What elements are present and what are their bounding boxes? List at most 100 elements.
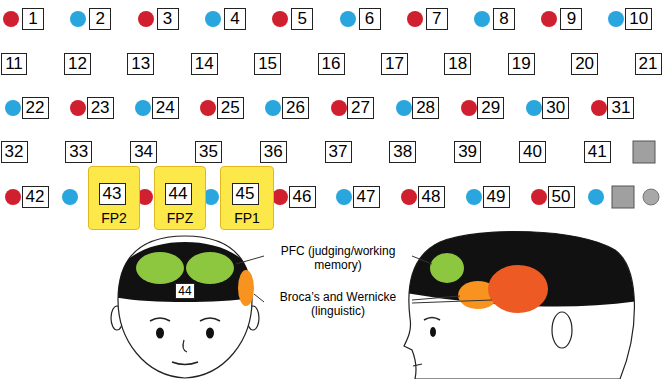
channel-box: 49 xyxy=(483,186,510,208)
channel-number: 14 xyxy=(195,54,214,73)
channel-number: 12 xyxy=(68,54,87,73)
channel-box: 22 xyxy=(22,97,49,119)
channel-box: 4 xyxy=(224,8,246,30)
channel-number: 28 xyxy=(416,98,435,117)
channel-number: 15 xyxy=(258,54,277,73)
channel-box: 16 xyxy=(318,53,345,75)
channel-number: 41 xyxy=(588,142,607,161)
channel-box: 42 xyxy=(22,186,49,208)
channel-box: 30 xyxy=(542,97,569,119)
channel-box: 1 xyxy=(22,8,44,30)
channel-number: 48 xyxy=(422,187,441,206)
channel-box: 14 xyxy=(191,53,218,75)
channel-box: 45 xyxy=(232,183,259,205)
channel-box: 13 xyxy=(127,53,154,75)
channel-box: 19 xyxy=(508,53,535,75)
channel-box: 41 xyxy=(584,141,611,163)
channel-number: 5 xyxy=(297,9,306,28)
channel-box: 44 xyxy=(165,183,192,205)
channel-box: 36 xyxy=(260,141,287,163)
channel-box: 7 xyxy=(426,8,448,30)
channel-number: 26 xyxy=(286,98,305,117)
channel-number: 42 xyxy=(26,187,45,206)
channel-number: 46 xyxy=(293,187,312,206)
channel-box: 10 xyxy=(625,8,652,30)
region-label: PFC (judging/working memory) xyxy=(268,244,408,272)
channel-number: 25 xyxy=(221,98,240,117)
channel-box: 9 xyxy=(560,8,582,30)
channel-box: 23 xyxy=(87,97,114,119)
channel-box: 44 xyxy=(175,283,195,299)
channel-number: 4 xyxy=(230,9,239,28)
channel-box: 38 xyxy=(389,141,416,163)
electrode-band: FP243 xyxy=(88,166,140,230)
channel-box: 28 xyxy=(412,97,439,119)
channel-box: 21 xyxy=(635,53,662,75)
channel-box: 50 xyxy=(548,186,575,208)
channel-number: 19 xyxy=(512,54,531,73)
channel-number: 50 xyxy=(552,187,571,206)
channel-number: 13 xyxy=(131,54,150,73)
channel-number: 43 xyxy=(103,184,122,203)
region-label: Broca’s and Wernicke (linguistic) xyxy=(268,290,408,318)
channel-box: 43 xyxy=(99,183,126,205)
channel-box: 2 xyxy=(89,8,111,30)
channel-box: 40 xyxy=(519,141,546,163)
channel-number: 8 xyxy=(499,9,508,28)
channel-box: 48 xyxy=(418,186,445,208)
channel-box: 12 xyxy=(64,53,91,75)
channel-number: 23 xyxy=(91,98,110,117)
position-label: FPZ xyxy=(155,210,205,226)
channel-number: 35 xyxy=(199,142,218,161)
channel-number: 39 xyxy=(458,142,477,161)
channel-number: 7 xyxy=(432,9,441,28)
channel-box: 17 xyxy=(381,53,408,75)
position-label: FP1 xyxy=(221,210,273,226)
channel-number: 1 xyxy=(28,9,37,28)
channel-number: 31 xyxy=(611,98,630,117)
channel-number: 11 xyxy=(5,54,23,73)
channel-box: 26 xyxy=(282,97,309,119)
channel-number: 47 xyxy=(357,187,376,206)
channel-number: 30 xyxy=(546,98,565,117)
channel-number: 6 xyxy=(365,9,374,28)
channel-box: 39 xyxy=(454,141,481,163)
channel-number: 16 xyxy=(322,54,341,73)
channel-number: 24 xyxy=(156,98,175,117)
channel-number: 44 xyxy=(169,184,188,203)
channel-box: 34 xyxy=(130,141,157,163)
channel-box: 11 xyxy=(1,53,27,75)
channel-number: 9 xyxy=(567,9,576,28)
channel-box: 15 xyxy=(254,53,281,75)
channel-box: 8 xyxy=(493,8,515,30)
electrode-band: FPZ 44 xyxy=(154,166,206,230)
channel-number: 49 xyxy=(487,187,506,206)
channel-box: 31 xyxy=(607,97,634,119)
channel-box: 46 xyxy=(289,186,316,208)
channel-box: 6 xyxy=(359,8,381,30)
channel-box: 5 xyxy=(291,8,313,30)
channel-number: 40 xyxy=(523,142,542,161)
side-head xyxy=(400,228,645,379)
channel-number: 36 xyxy=(264,142,283,161)
channel-box: 20 xyxy=(571,53,598,75)
channel-number: 20 xyxy=(575,54,594,73)
electrode-band: FP145 xyxy=(220,166,274,230)
channel-box: 37 xyxy=(325,141,352,163)
channel-number: 29 xyxy=(481,98,500,117)
channel-box: 47 xyxy=(353,186,380,208)
channel-number: 33 xyxy=(69,142,88,161)
channel-number: 38 xyxy=(393,142,412,161)
channel-box: 24 xyxy=(152,97,179,119)
front-head xyxy=(110,236,260,378)
channel-number: 45 xyxy=(236,184,255,203)
channel-number: 18 xyxy=(448,54,467,73)
channel-number: 3 xyxy=(163,9,172,28)
channel-box: 35 xyxy=(195,141,222,163)
channel-box: 18 xyxy=(444,53,471,75)
channel-number: 22 xyxy=(26,98,45,117)
channel-number: 32 xyxy=(5,142,24,161)
position-label: FP2 xyxy=(89,210,139,226)
channel-number: 17 xyxy=(385,54,404,73)
